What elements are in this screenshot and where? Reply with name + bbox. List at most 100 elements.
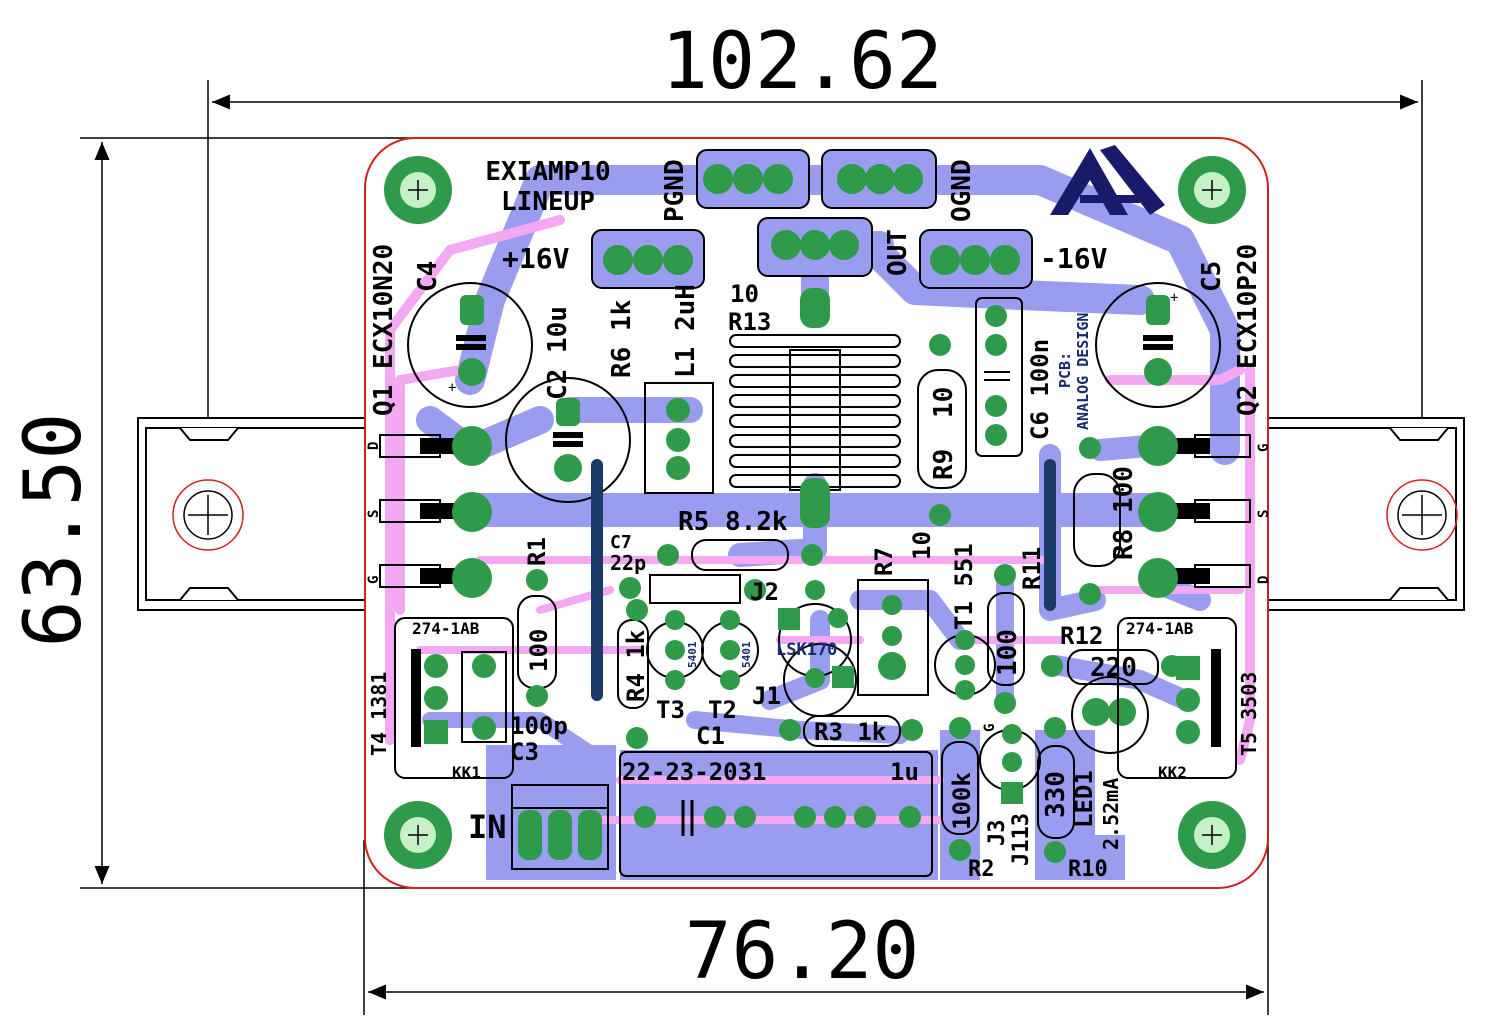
inductor-coil: [729, 334, 901, 491]
label-c7: C7: [610, 532, 632, 553]
label-in: IN: [468, 808, 507, 846]
label-t2-chip: 5401: [740, 641, 753, 668]
cap-c1: [619, 751, 933, 877]
svg-text:+: +: [1170, 290, 1178, 306]
label-hs2: 274-1AB: [1126, 619, 1194, 638]
label-q1: Q1 ECX10N20: [369, 244, 399, 416]
corner-hole-tl: [384, 156, 452, 224]
label-pgnd: PGND: [660, 159, 690, 222]
label-c2: C2 10u: [543, 306, 573, 400]
r330-body: [1037, 717, 1075, 863]
label-r9: R9: [929, 449, 959, 480]
q1-pin-s: S: [366, 510, 382, 518]
label-t3-chip: 5401: [686, 641, 699, 668]
corner-holes: [384, 156, 1246, 869]
q2-pins: [1138, 426, 1251, 598]
label-t2: T2: [708, 696, 737, 724]
label-q2: Q2 ECX10P20: [1233, 244, 1263, 416]
label-r8: R8 100: [1109, 466, 1139, 560]
label-r5: R5 8.2k: [678, 507, 788, 537]
label-lsk170: LSK170: [776, 640, 837, 660]
label-r12-value: 220: [1090, 653, 1137, 683]
label-r7: R7: [870, 547, 898, 576]
label-pcb-1: PCB:: [1056, 352, 1074, 388]
dim-top-width: 102.62: [661, 17, 943, 107]
q1-pins: [379, 426, 492, 598]
label-plus16: +16V: [502, 242, 570, 275]
cap-c4: +: [407, 282, 533, 408]
label-j3: J3: [985, 820, 1010, 847]
label-c3-value: 100p: [510, 712, 568, 740]
r3-body: [779, 715, 923, 747]
q2-pin-d: D: [1256, 576, 1272, 584]
front-copper: [385, 215, 1255, 824]
label-c1: C1: [696, 722, 725, 750]
r10-body: [987, 564, 1025, 714]
label-minus16: -16V: [1040, 242, 1108, 275]
label-c4: C4: [413, 261, 443, 292]
label-kk1: KK1: [452, 763, 481, 782]
corner-hole-br: [1178, 801, 1246, 869]
label-t1: T1 551: [950, 543, 978, 630]
label-l1: L1 2uH: [671, 284, 701, 378]
label-r3: R3 1k: [814, 718, 887, 746]
label-r4: R4 1k: [622, 629, 650, 702]
r13-pads: [800, 288, 830, 528]
label-r10-value: 100: [993, 629, 1023, 676]
label-r12: R12: [1060, 622, 1103, 650]
svg-text:+: +: [448, 380, 456, 396]
board-title-2: LINEUP: [501, 187, 595, 217]
dimension-lines: [80, 80, 1423, 1015]
corner-hole-bl: [384, 801, 452, 869]
label-led1-current: 2.52mA: [1099, 778, 1123, 850]
cap-c5: +: [1095, 282, 1221, 408]
label-r1-value: 100: [525, 629, 553, 672]
mounting-hole-right: [1386, 479, 1458, 551]
cap-c2: [505, 377, 631, 503]
label-r13: R13: [728, 308, 771, 336]
label-r2: R2: [968, 857, 995, 882]
heatsink-right: [1243, 417, 1465, 611]
label-r7-value: 10: [908, 531, 936, 560]
q2-pin-g: G: [1256, 444, 1272, 452]
label-r1: R1: [523, 537, 551, 566]
label-t4: T4 1381: [367, 672, 391, 756]
label-r10: R10: [1068, 857, 1108, 882]
analog-design-logo: [1050, 145, 1165, 215]
label-c6: C6 100n: [1026, 339, 1054, 440]
label-r11: R11: [1018, 547, 1046, 590]
connector-out: [757, 217, 873, 277]
dim-height: 63.50: [9, 413, 99, 648]
board-title-1: EXIAMP10: [485, 157, 610, 187]
r5-body: [657, 539, 823, 571]
label-c3: C3: [510, 738, 539, 766]
label-j3-part: J113: [1009, 813, 1034, 866]
label-r13-value: 10: [730, 280, 759, 308]
label-c1-part: 22-23-2031: [622, 758, 767, 786]
label-t5: T5 3503: [1237, 672, 1261, 756]
label-kk2: KK2: [1158, 763, 1187, 782]
r8-body: [1073, 437, 1121, 605]
label-r9-value: 10: [929, 387, 959, 418]
q1-pin-g: G: [366, 576, 382, 584]
inductor-l1: [644, 382, 714, 494]
label-r2-value: 100k: [948, 772, 976, 830]
kk2-pads: [1176, 656, 1200, 744]
heatsink-kk1: [394, 617, 514, 779]
label-hs1: 274-1AB: [412, 619, 480, 638]
resistors: [517, 334, 1183, 863]
connector-pgnd: [696, 149, 810, 209]
label-r6: R6 1k: [607, 299, 637, 378]
label-r10-value2: 330: [1041, 771, 1071, 818]
r9-body: [917, 334, 967, 526]
corner-hole-tr: [1178, 156, 1246, 224]
label-c7-value: 22p: [610, 551, 646, 575]
input-connector: [511, 784, 609, 870]
mounting-hole-left: [172, 479, 244, 551]
label-j1: J1: [752, 682, 781, 710]
q2-pin-s: S: [1256, 510, 1272, 518]
label-ognd: OGND: [947, 159, 977, 222]
q1-pin-d: D: [366, 442, 382, 450]
cap-c6: [975, 297, 1023, 457]
